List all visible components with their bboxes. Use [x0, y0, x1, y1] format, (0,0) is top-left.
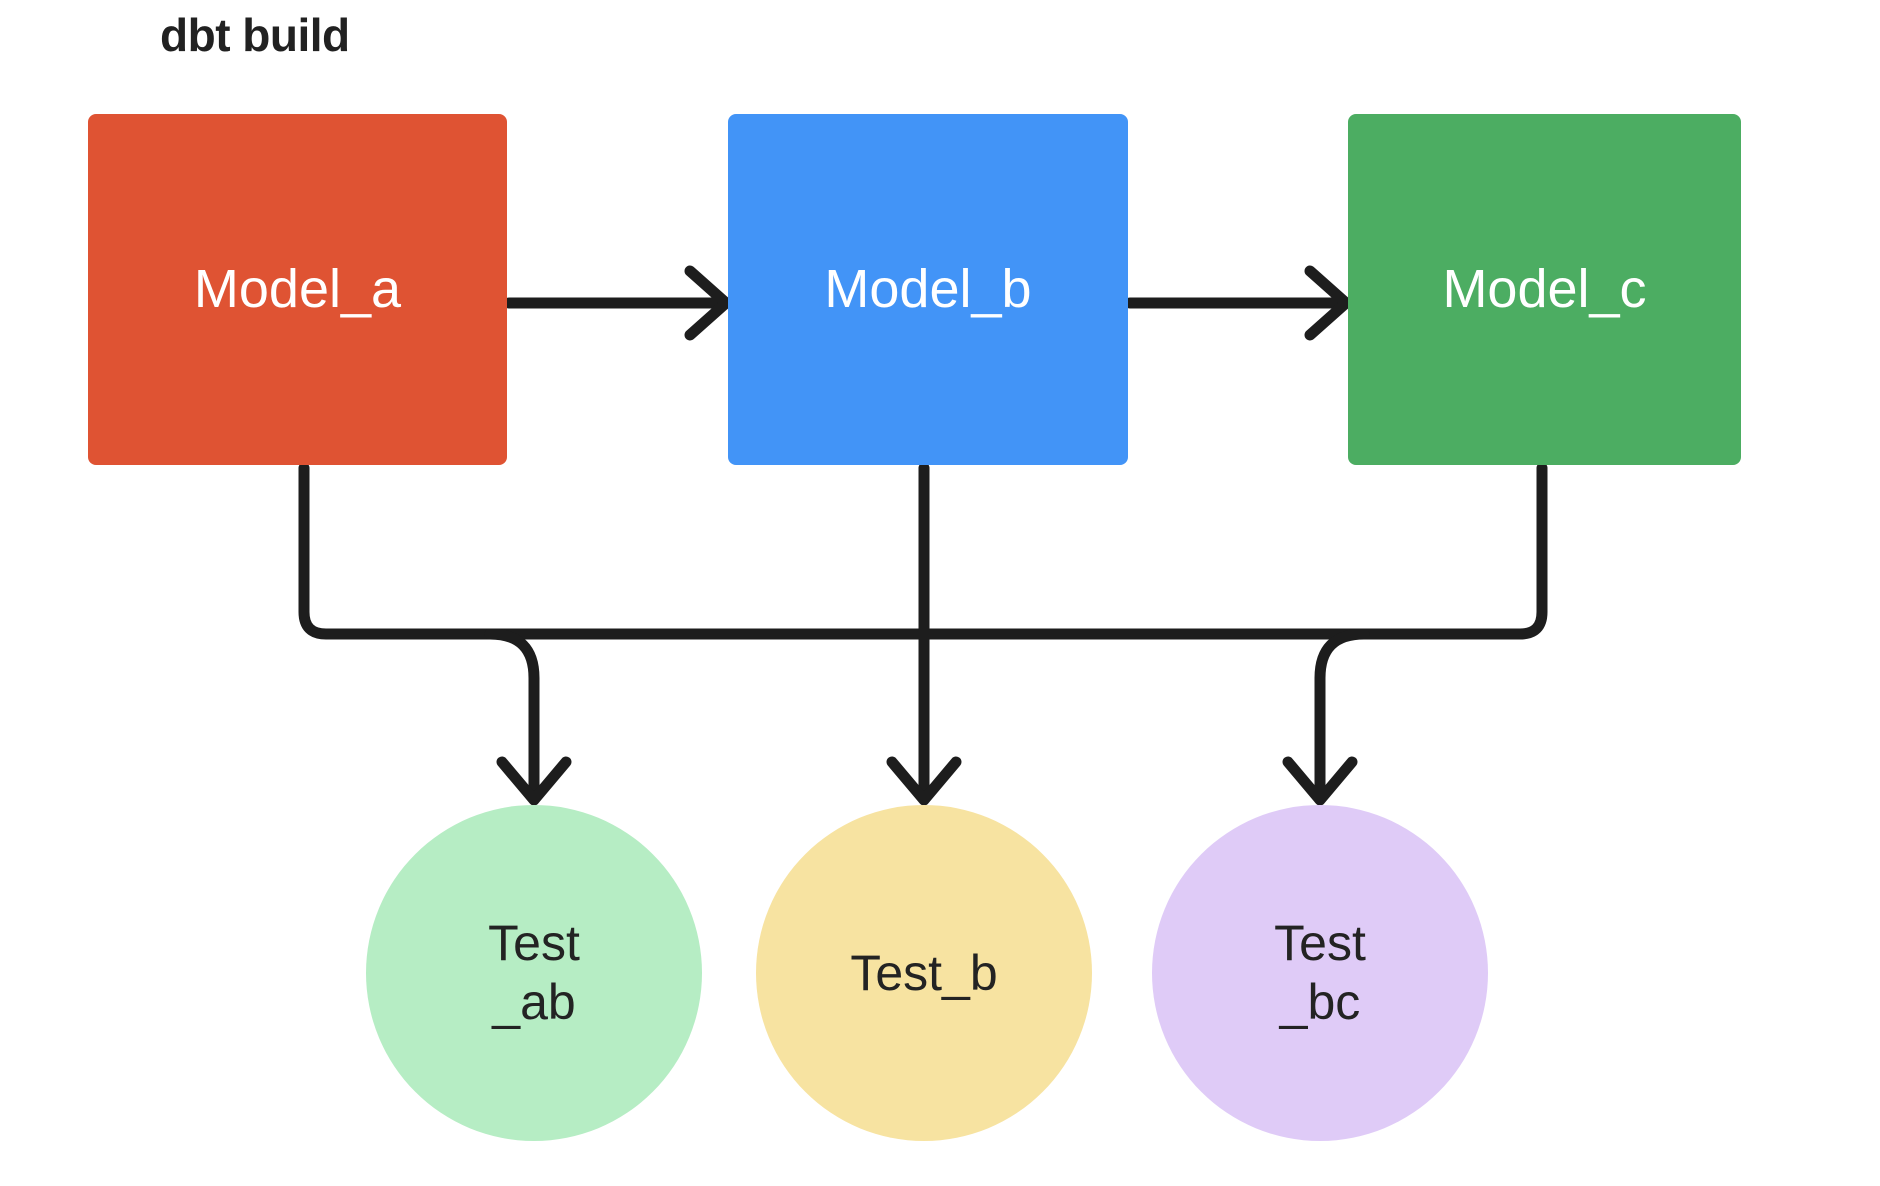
- edge-bus-to-test-bc: [1282, 628, 1370, 806]
- node-model-b-label: Model_b: [824, 259, 1032, 320]
- edge-model-a-to-model-b: [503, 265, 732, 341]
- node-test-ab[interactable]: Test _ab: [366, 805, 702, 1141]
- node-test-b-label: Test_b: [850, 944, 998, 1001]
- edge-model-a-to-bus: [298, 462, 930, 640]
- node-model-a[interactable]: Model_a: [88, 114, 507, 465]
- node-model-c-label: Model_c: [1442, 259, 1647, 320]
- node-test-b[interactable]: Test_b: [756, 805, 1092, 1141]
- edge-model-c-to-bus: [918, 462, 1548, 640]
- node-model-b[interactable]: Model_b: [728, 114, 1128, 465]
- node-test-bc[interactable]: Test _bc: [1152, 805, 1488, 1141]
- edge-model-b-to-model-c: [1124, 265, 1352, 341]
- node-model-c[interactable]: Model_c: [1348, 114, 1741, 465]
- node-model-a-label: Model_a: [193, 259, 402, 320]
- edge-model-b-to-test-b: [886, 462, 962, 806]
- page-title: dbt build: [160, 9, 350, 61]
- edge-bus-to-test-ab: [484, 628, 572, 806]
- node-test-bc-label: Test _bc: [1274, 915, 1366, 1030]
- node-test-ab-label: Test _ab: [488, 915, 580, 1030]
